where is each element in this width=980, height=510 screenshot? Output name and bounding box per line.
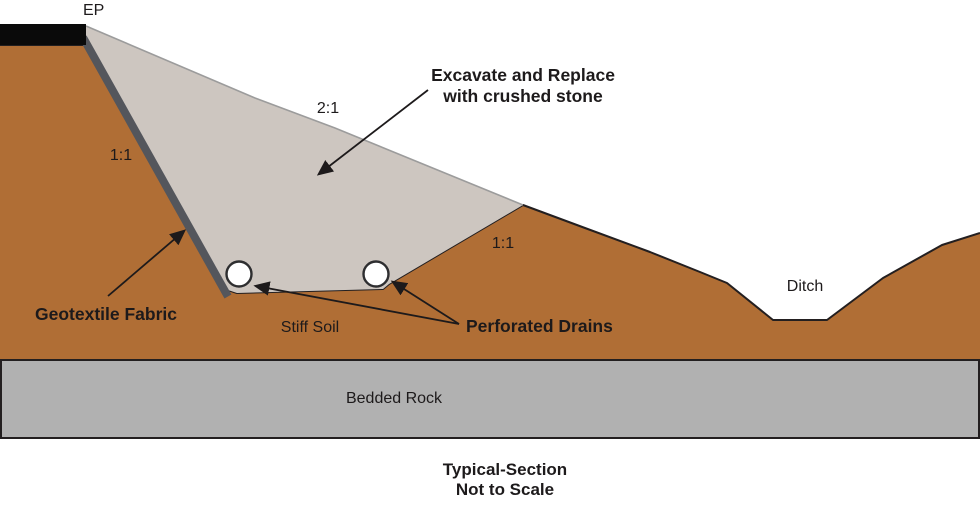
perforated-drain-left bbox=[225, 260, 253, 288]
geotextile-fabric-strip bbox=[79, 35, 232, 299]
crushed-stone-region bbox=[86, 26, 523, 293]
ditch-label: Ditch bbox=[786, 278, 824, 295]
geotextile-fabric-label: Geotextile Fabric bbox=[35, 304, 177, 324]
perforated-drains-arrow-right bbox=[390, 280, 460, 325]
perforated-drains-arrow-left bbox=[253, 281, 460, 325]
diagram-caption: Typical-Section Not to Scale bbox=[443, 460, 567, 501]
stiff-soil-label: Stiff Soil bbox=[280, 319, 340, 336]
slope-ratio-1-1-right-label: 1:1 bbox=[491, 235, 515, 252]
excavate-replace-line1: Excavate and Replace bbox=[431, 65, 615, 85]
ep-label: EP bbox=[83, 2, 105, 19]
caption-line1: Typical-Section bbox=[442, 460, 568, 479]
excavate-arrow bbox=[316, 89, 429, 176]
slope-ratio-1-1-left-label: 1:1 bbox=[109, 147, 133, 164]
excavate-replace-line2: with crushed stone bbox=[443, 86, 603, 106]
geotextile-arrow bbox=[107, 229, 187, 297]
pavement-edge-bar bbox=[0, 24, 86, 45]
bedded-rock-region bbox=[0, 359, 980, 439]
stiff-soil-region bbox=[0, 45, 980, 360]
slope-ratio-2-1-label: 2:1 bbox=[316, 100, 340, 117]
caption-line2: Not to Scale bbox=[455, 480, 555, 500]
perforated-drains-label: Perforated Drains bbox=[466, 316, 613, 336]
crushed-stone-top-edge bbox=[85, 25, 524, 206]
bedded-rock-label: Bedded Rock bbox=[345, 390, 443, 407]
perforated-drain-right bbox=[362, 260, 390, 288]
excavate-replace-label: Excavate and Replace with crushed stone bbox=[431, 65, 615, 107]
